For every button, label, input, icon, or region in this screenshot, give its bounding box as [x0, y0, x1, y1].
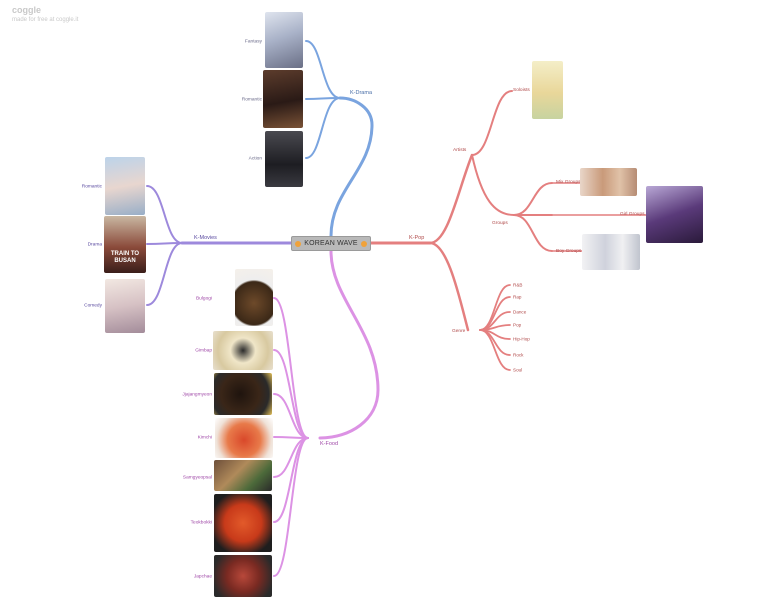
action-drama-image[interactable]	[265, 131, 303, 187]
genre-item-label[interactable]: R&B	[513, 283, 522, 288]
food-child-label[interactable]: Jjajangmyeon	[182, 392, 212, 398]
food-child-label[interactable]: Bulgogi	[196, 296, 212, 302]
girl-groups-label[interactable]: Girl Groups	[620, 211, 645, 217]
bulgogi-image[interactable]	[235, 269, 273, 326]
mix-groups-image[interactable]	[580, 168, 637, 196]
drama-movie-image[interactable]: TRAIN TO BUSAN	[104, 216, 146, 273]
fantasy-drama-image[interactable]	[265, 12, 303, 68]
train-poster-title: TRAIN TO BUSAN	[110, 251, 140, 264]
pop-genre-link	[428, 241, 470, 332]
girl-groups-image[interactable]	[646, 186, 703, 243]
genre-item-link	[479, 329, 511, 371]
jjajangmyeon-image[interactable]	[214, 373, 272, 415]
food-child-label[interactable]: Kimchi	[198, 435, 212, 441]
drama-child-label[interactable]: Fantasy	[245, 39, 263, 45]
group-type-link	[513, 182, 553, 216]
teokbokki-image[interactable]	[214, 494, 272, 552]
center-node[interactable]: KOREAN WAVE	[291, 236, 371, 251]
soloists-link	[471, 90, 513, 156]
artists-label[interactable]: Artists	[453, 147, 467, 153]
food-link	[273, 393, 309, 439]
food-child-label[interactable]: Samgyeopsal	[183, 475, 212, 481]
soloists-label[interactable]: Soloists	[513, 87, 530, 93]
movies-link	[146, 185, 183, 244]
coggle-logo: coggle	[12, 5, 42, 15]
center-dot-icon	[295, 240, 302, 247]
food-child-label[interactable]: Gimbap	[195, 348, 212, 354]
romantic-movie-image[interactable]	[105, 157, 145, 215]
genre-item-label[interactable]: Rock	[513, 353, 524, 358]
center-dot-icon	[360, 240, 367, 247]
food-child-label[interactable]: Teokbokki	[191, 520, 212, 526]
food-link	[273, 436, 309, 439]
food-child-label[interactable]: Japchae	[194, 574, 212, 580]
k-pop-label[interactable]: K-Pop	[409, 235, 424, 241]
boy-groups-label[interactable]: Boy Groups	[556, 248, 582, 254]
food-link	[273, 349, 309, 439]
groups-label[interactable]: Groups	[492, 220, 508, 226]
genre-item-label[interactable]: Soul	[513, 368, 522, 373]
food-link	[273, 437, 309, 577]
movies-child-label[interactable]: Comedy	[84, 303, 102, 309]
genre-item-label[interactable]: Rap	[513, 295, 522, 300]
drama-link	[305, 97, 341, 159]
pop-artists-link	[428, 153, 474, 245]
romantic-drama-image[interactable]	[263, 70, 303, 128]
samgyeopsal-image[interactable]	[214, 460, 272, 491]
japchae-image[interactable]	[214, 555, 272, 597]
group-type-link	[513, 214, 553, 252]
groups-link	[471, 154, 515, 216]
drama-child-label[interactable]: Action	[249, 156, 263, 162]
kimchi-image[interactable]	[215, 418, 273, 458]
soloist-image[interactable]	[532, 61, 563, 119]
k-movies-label[interactable]: K-Movies	[194, 235, 217, 241]
food-link	[273, 297, 309, 439]
genre-item-link	[479, 284, 511, 331]
coggle-tagline: made for free at coggle.it	[12, 17, 79, 23]
drama-child-label[interactable]: Romantic	[242, 97, 263, 103]
gimbap-image[interactable]	[213, 331, 273, 370]
movies-child-label[interactable]: Romantic	[82, 184, 103, 190]
boy-groups-image[interactable]	[582, 234, 640, 270]
k-food-label[interactable]: K-Food	[320, 441, 338, 447]
mix-groups-label[interactable]: Mix Groups	[556, 179, 581, 185]
genre-item-label[interactable]: Hip-Hop	[513, 337, 530, 342]
movies-child-label[interactable]: Drama	[88, 242, 103, 248]
drama-link	[305, 40, 341, 99]
movies-link	[146, 242, 183, 306]
center-label: KOREAN WAVE	[304, 240, 358, 247]
genre-item-label[interactable]: Pop	[513, 323, 522, 328]
movies-link	[146, 242, 183, 245]
food-trunk	[318, 249, 380, 440]
comedy-movie-image[interactable]	[105, 279, 145, 333]
drama-trunk	[329, 96, 374, 238]
genre-item-label[interactable]: Dance	[513, 310, 527, 315]
genre-label[interactable]: Genre	[452, 328, 466, 334]
k-drama-label[interactable]: K-Drama	[350, 90, 373, 96]
